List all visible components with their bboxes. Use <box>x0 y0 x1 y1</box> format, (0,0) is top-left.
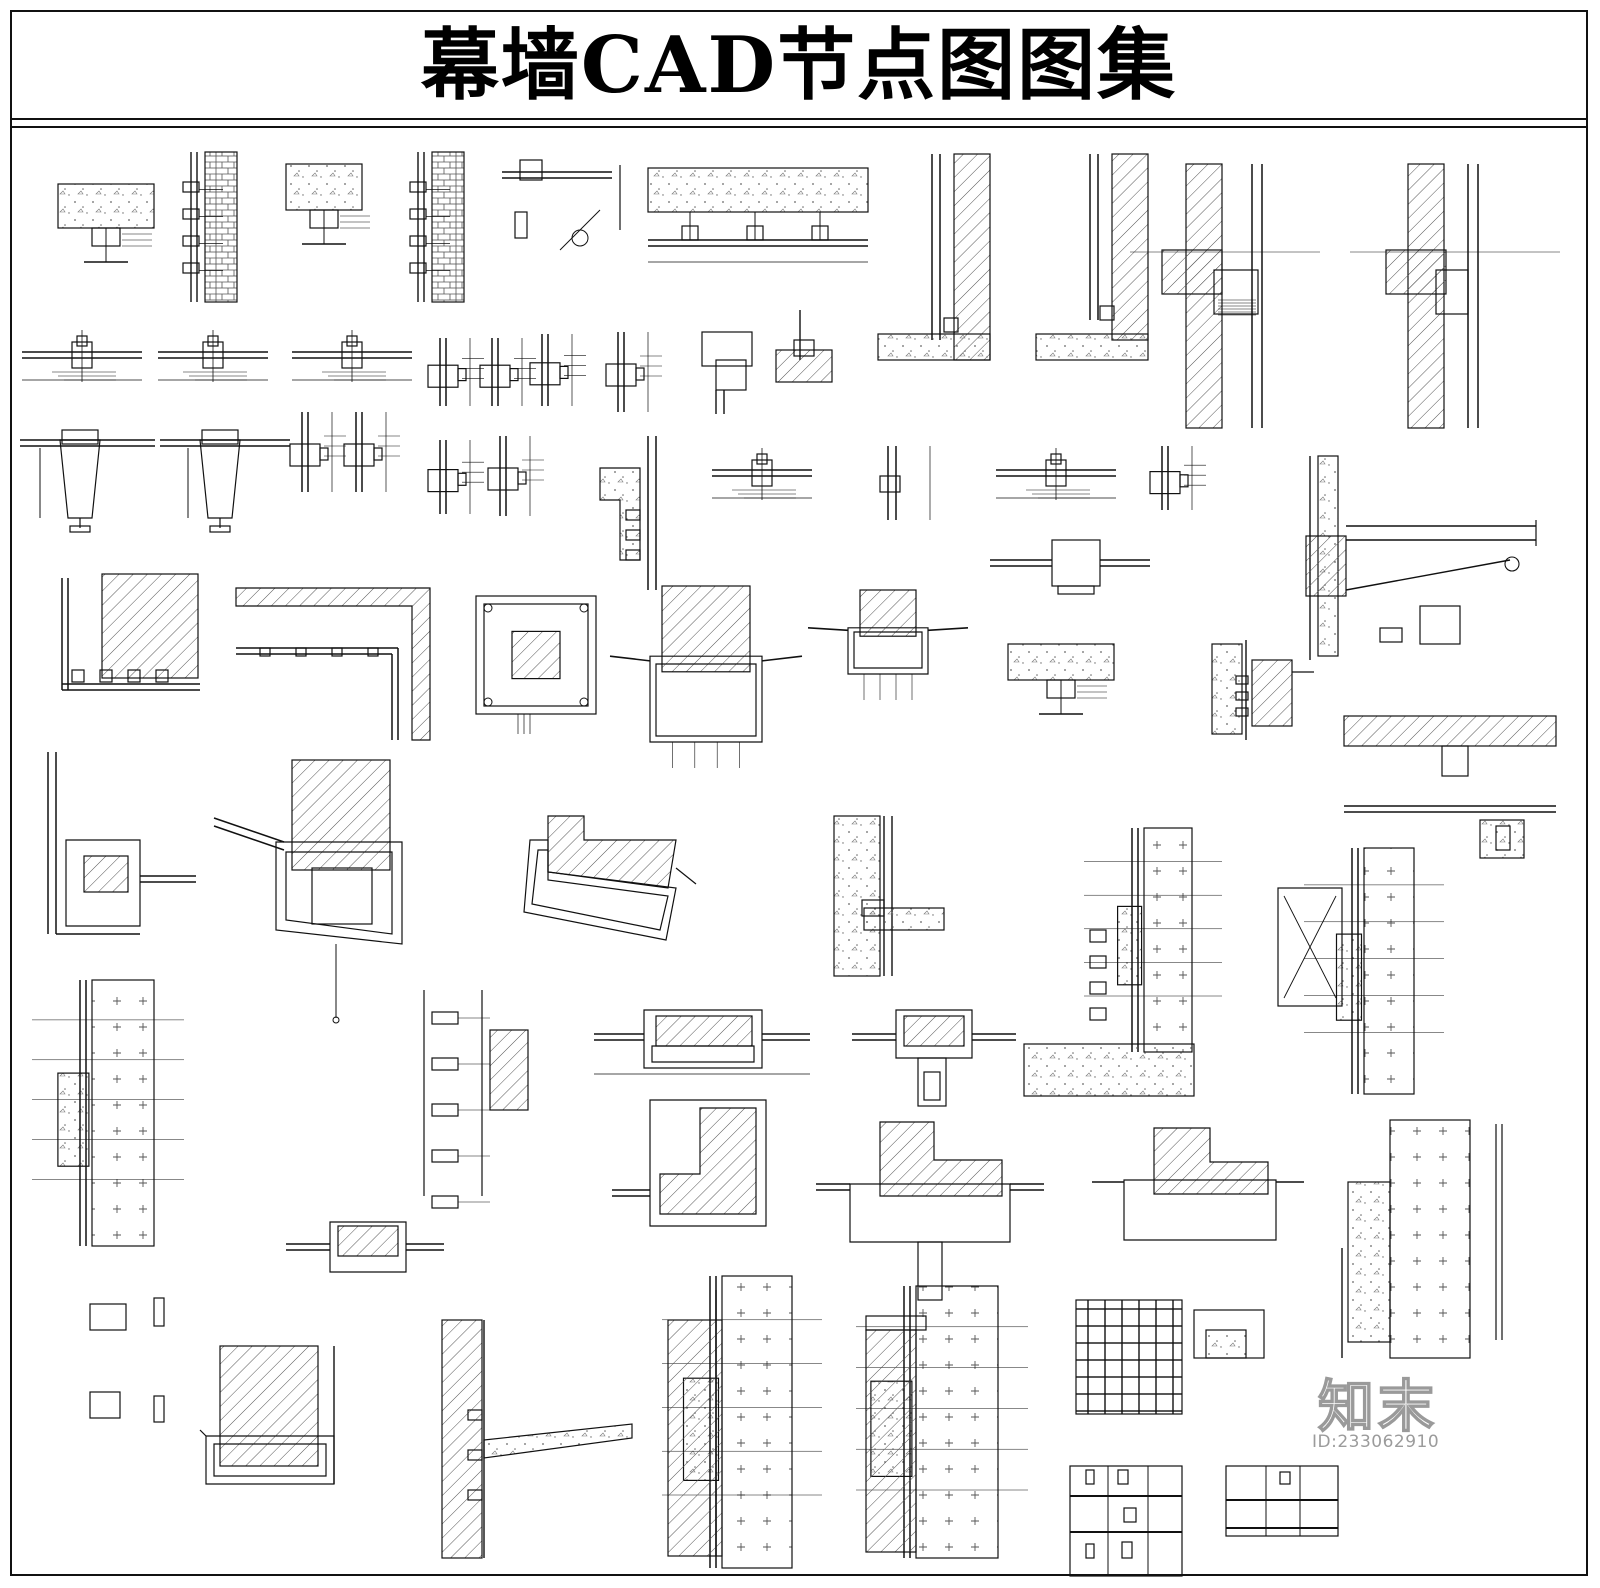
detail-fin-1 <box>20 429 155 533</box>
detail-mullion-box-4 <box>286 1221 444 1273</box>
detail-ceiling-2 <box>1343 715 1557 859</box>
detail-transom-4 <box>712 448 812 500</box>
detail-panel-wall-3 <box>32 979 184 1247</box>
detail-panel-wall-2 <box>1304 847 1444 1095</box>
detail-slab-3 <box>1007 643 1115 715</box>
detail-panel-wall-4 <box>1341 1119 1503 1359</box>
detail-pier-wrap-2 <box>1092 1127 1304 1241</box>
detail-brick-wall-1 <box>182 151 238 303</box>
watermark-id: ID:233062910 <box>1312 1432 1440 1452</box>
detail-legend-table-1 <box>1069 1465 1183 1577</box>
detail-column-wrap-4 <box>199 1345 335 1485</box>
detail-panel-wall-6-frame <box>865 1315 927 1553</box>
detail-column-wrap-3 <box>213 759 403 1024</box>
detail-sill-1 <box>775 310 833 383</box>
detail-mullion-10 <box>1149 446 1206 510</box>
detail-column-box-1 <box>475 595 597 734</box>
detail-wall-base-2 <box>1035 153 1149 361</box>
sheet-title: 幕墙CAD节点图图集 <box>420 20 1178 111</box>
detail-mullion-6 <box>343 412 400 492</box>
detail-wall-base-1 <box>877 153 991 361</box>
detail-mullion-2 <box>479 338 536 406</box>
detail-corner-plan-2 <box>235 587 431 741</box>
detail-profile-set-1 <box>89 1297 165 1423</box>
detail-corner-4 <box>47 752 196 935</box>
detail-mullion-5 <box>289 412 346 492</box>
detail-wall-section-3 <box>1211 640 1314 740</box>
detail-bracket-1 <box>502 159 621 251</box>
detail-transom-2 <box>158 330 268 382</box>
detail-panel-wall-1 <box>1084 827 1222 1053</box>
detail-brick-wall-2 <box>409 151 465 303</box>
detail-canopy-2 <box>441 1319 633 1559</box>
detail-mullion-1 <box>427 338 484 406</box>
detail-column-wrap-2 <box>807 589 969 700</box>
detail-tall-section-2 <box>1350 163 1560 429</box>
detail-stack-1 <box>423 990 529 1209</box>
detail-panel-wall-1-base <box>1023 929 1195 1097</box>
detail-mullion-9 <box>879 446 931 520</box>
detail-panel-wall-5-frame <box>667 1290 723 1557</box>
detail-window-frame-1 <box>1277 887 1343 1007</box>
detail-mullion-7 <box>427 440 484 514</box>
detail-tall-section-1 <box>1130 163 1320 429</box>
title-divider <box>10 126 1588 128</box>
detail-mullion-box-3 <box>852 1009 1016 1107</box>
detail-l-wrap-1 <box>612 1099 767 1227</box>
detail-slab-2 <box>285 163 370 245</box>
detail-mullion-box-2 <box>594 1009 810 1075</box>
detail-grid-panel <box>1075 1299 1265 1415</box>
detail-angled-wrap-1 <box>523 815 697 941</box>
detail-canopy-1 <box>1305 455 1537 660</box>
detail-pier-wrap-1 <box>816 1121 1044 1301</box>
detail-transom-3 <box>292 330 412 382</box>
detail-mullion-8 <box>487 436 544 516</box>
detail-slab-edge-1 <box>833 815 945 977</box>
detail-fin-2 <box>160 429 290 533</box>
detail-legend-table-2 <box>1225 1465 1339 1537</box>
detail-corner-1 <box>701 331 753 414</box>
detail-mullion-3 <box>529 334 586 406</box>
detail-slab-1 <box>57 183 155 263</box>
detail-step-wall-1 <box>599 436 657 590</box>
detail-transom-1 <box>22 330 142 382</box>
detail-mullion-4 <box>605 332 662 412</box>
detail-transom-5 <box>996 448 1116 500</box>
title-block: 幕墙CAD节点图图集 <box>10 10 1588 128</box>
detail-mullion-box-1 <box>990 539 1150 595</box>
watermark-logo: 知末 <box>1317 1374 1438 1441</box>
detail-ceiling-1 <box>647 167 869 263</box>
watermark: 知末 ID:233062910 <box>1312 1362 1488 1472</box>
detail-corner-plan-1 <box>61 573 200 691</box>
detail-column-wrap-1 <box>609 585 803 768</box>
sheet-border <box>10 10 1588 1576</box>
